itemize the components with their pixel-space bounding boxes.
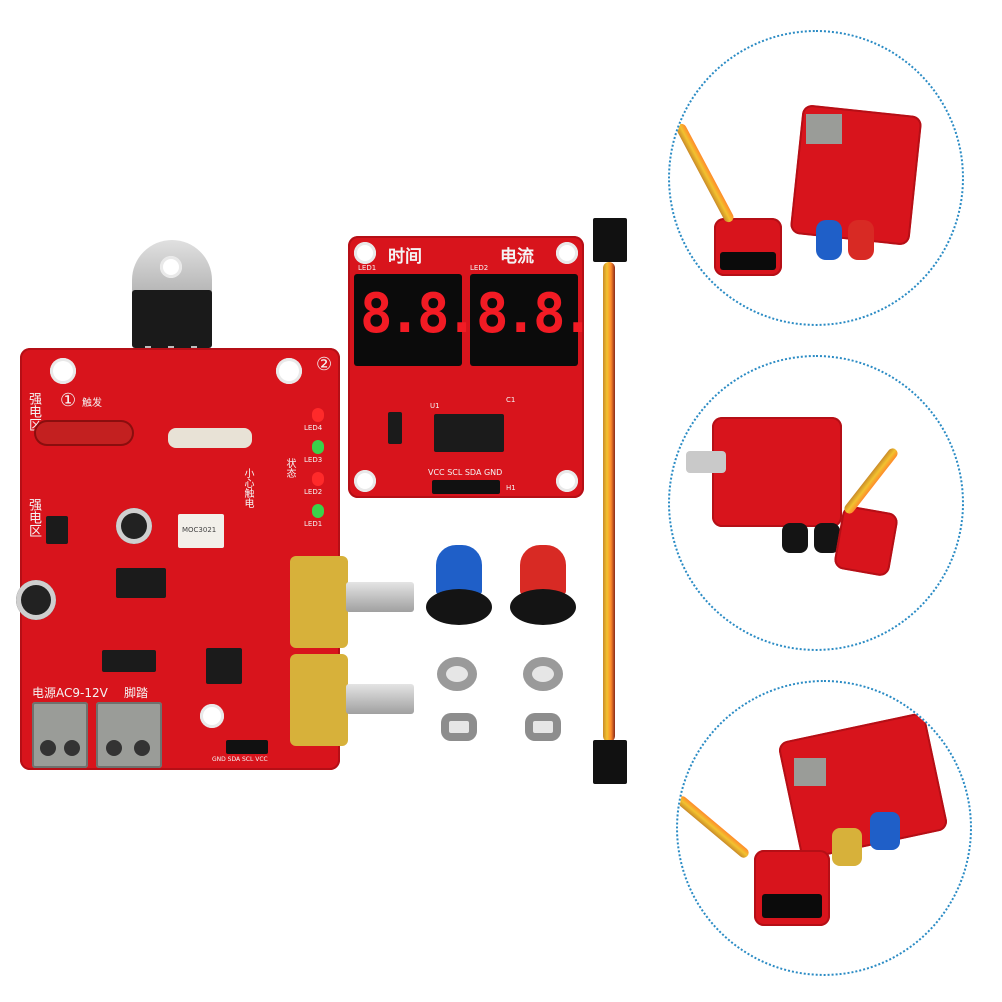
view-circle-middle — [668, 355, 964, 651]
power-label: 电源AC9-12V — [32, 686, 108, 700]
time-label: 时间 — [388, 247, 422, 267]
ic-chip — [206, 648, 242, 684]
potentiometer[interactable] — [290, 556, 348, 648]
main-pcb: ① 触发 ② 强电区 强电区 LED4 LED3 LED2 LED1 状态 小心… — [16, 348, 340, 770]
knob-red[interactable] — [510, 545, 576, 627]
triac-body — [132, 290, 212, 348]
connector-top — [593, 218, 627, 262]
capacitor — [16, 580, 56, 620]
led1-label: LED1 — [358, 264, 377, 272]
c1-label: C1 — [506, 396, 516, 404]
display-board: 时间 电流 LED1 LED2 8.8. 8.8. U1 C1 VCC SCL … — [348, 236, 594, 498]
view-circle-top — [668, 30, 964, 326]
mount-hole — [200, 704, 224, 728]
footswitch-label: 脚踏 — [124, 686, 149, 700]
pot-shaft — [346, 582, 414, 612]
diode — [102, 650, 156, 672]
led2-label: LED2 — [304, 488, 323, 496]
led4-label: LED4 — [304, 424, 323, 432]
mount-hole — [354, 242, 376, 264]
view-circle-bottom — [676, 680, 972, 976]
optocoupler — [178, 514, 224, 548]
washer — [437, 657, 477, 691]
knob-blue[interactable] — [426, 545, 492, 627]
current-label: 电流 — [500, 247, 534, 267]
capacitor — [116, 508, 152, 544]
driver-ic — [434, 414, 504, 452]
zone-high-label-2: 强电区 — [26, 498, 41, 537]
caution-label: 小心触电 — [242, 468, 253, 508]
resistor — [168, 428, 252, 448]
mount-hole — [556, 470, 578, 492]
seven-segment-display-time: 8.8. — [354, 274, 478, 366]
led-green — [312, 504, 324, 518]
current-readout: 8.8. — [476, 282, 594, 345]
mount-hole — [354, 470, 376, 492]
seven-segment-display-current: 8.8. — [470, 274, 594, 366]
header-label: VCC SCL SDA GND — [428, 468, 503, 477]
washer — [523, 657, 563, 691]
hex-nut — [441, 713, 477, 741]
trigger-2-label: ② — [316, 354, 333, 375]
u1-label: U1 — [430, 402, 440, 410]
fuse — [34, 420, 134, 446]
heatsink-hole — [160, 256, 182, 278]
led-green — [312, 440, 324, 454]
led3-label: LED3 — [304, 456, 323, 464]
state-label: 状态 — [284, 458, 295, 478]
small-component — [388, 412, 402, 444]
display-pin-header[interactable] — [432, 480, 500, 494]
zone-high-label: 强电区 — [26, 392, 41, 431]
led-red — [312, 472, 324, 486]
h1-label: H1 — [506, 484, 516, 492]
terminal-block-power[interactable] — [32, 702, 88, 768]
trigger-1-label: ① — [60, 390, 77, 411]
pin-header[interactable] — [226, 740, 268, 754]
optocoupler-label: MOC3021 — [182, 526, 217, 534]
mount-hole — [556, 242, 578, 264]
hex-nut — [525, 713, 561, 741]
regulator — [46, 516, 68, 544]
trigger-1-text: 触发 — [82, 398, 102, 409]
led2-label: LED2 — [470, 264, 489, 272]
ic-chip — [116, 568, 166, 598]
time-readout: 8.8. — [360, 282, 478, 345]
led-red — [312, 408, 324, 422]
main-control-board: ① 触发 ② 强电区 强电区 LED4 LED3 LED2 LED1 状态 小心… — [16, 240, 414, 770]
potentiometer[interactable] — [290, 654, 348, 746]
led1-label: LED1 — [304, 520, 323, 528]
mount-hole — [50, 358, 76, 384]
pot-shaft — [346, 684, 414, 714]
ribbon-cable — [603, 262, 615, 742]
mount-hole — [276, 358, 302, 384]
connector-bottom — [593, 740, 627, 784]
header-pins-label: GND SDA SCL VCC — [212, 756, 268, 763]
terminal-block-footswitch[interactable] — [96, 702, 162, 768]
